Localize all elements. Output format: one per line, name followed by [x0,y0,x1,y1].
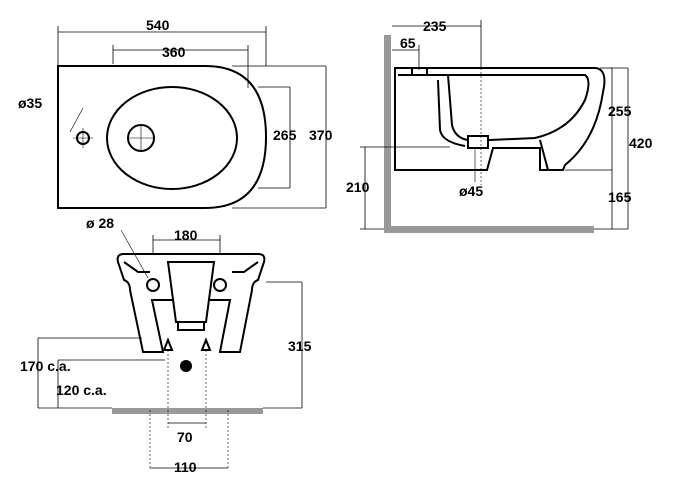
dim-110: 110 [174,459,197,475]
dim-120: 120 c.a. [56,382,107,398]
dim-255: 255 [608,103,632,119]
dim-265: 265 [273,127,297,143]
dim-540: 540 [146,17,170,33]
dim-165: 165 [608,189,632,205]
front-view: ø 28 180 315 170 c.a. 120 c.a. 70 110 [20,215,312,475]
dim-370: 370 [309,127,333,143]
dim-235: 235 [423,18,447,34]
dim-315: 315 [288,338,312,354]
dim-420: 420 [629,135,653,151]
dim-45: ø45 [459,183,483,199]
dim-180: 180 [174,227,198,243]
dim-35: ø35 [18,95,42,111]
side-view-outline [394,67,606,171]
fixing-hole-right [213,278,227,292]
supply-right-icon [200,337,212,351]
side-view: 235 65 255 420 165 210 ø45 [346,18,653,233]
dim-210: 210 [346,179,370,195]
dim-65: 65 [400,35,416,51]
supply-left-icon [162,337,174,351]
side-view-wall-vertical [384,35,391,233]
front-view-floor [112,408,263,414]
waste-outlet [180,360,192,372]
top-view-bowl [106,86,238,190]
dim-360: 360 [162,44,186,60]
fixing-hole-left [146,278,160,292]
dim-28: ø 28 [86,215,114,231]
top-view: 540 360 ø35 265 370 [18,17,333,209]
side-view-floor [384,226,594,233]
dim-70: 70 [177,429,193,445]
